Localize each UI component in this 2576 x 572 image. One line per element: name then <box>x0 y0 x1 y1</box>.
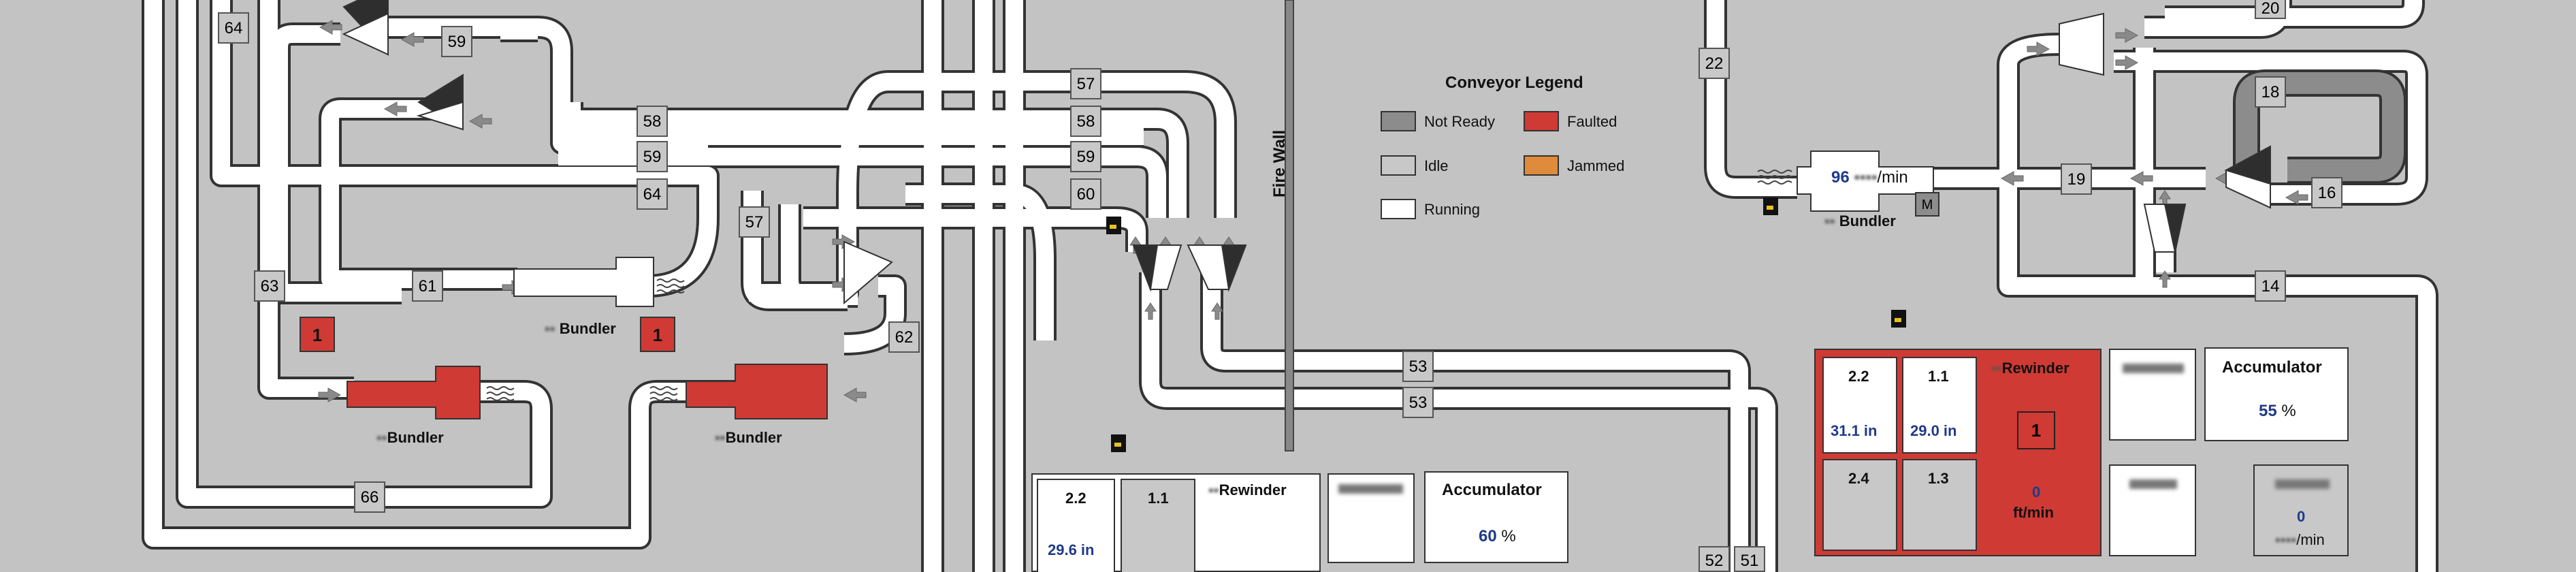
fire-wall-label: Fire Wall <box>1270 129 1289 197</box>
conveyor-tag-59[interactable]: 59 <box>637 141 668 172</box>
rewinder-speed: 0 <box>2032 483 2041 500</box>
legend-swatch-not-ready <box>1381 111 1416 131</box>
fault-badge[interactable]: 1 <box>300 317 335 352</box>
rewinder-label: ▪▪Rewinder <box>1208 481 1287 498</box>
legend-label-faulted: Faulted <box>1567 113 1617 130</box>
bundler-label: ▪▪Bundler <box>715 429 782 446</box>
bundler-rate: 96 ▪▪▪▪/min <box>1831 168 1908 187</box>
rewinder-panel-faulted[interactable]: 2.2 31.1 in 1.1 29.0 in 2.4 1.3 ▪▪Rewind… <box>1814 349 2102 556</box>
conveyor-tag-64[interactable]: 64 <box>218 12 249 44</box>
conveyor-tag-20[interactable]: 20 <box>2255 0 2286 19</box>
bundler-label: ▪▪Bundler <box>376 429 444 446</box>
rewinder-position-1-1[interactable]: 1.1 29.0 in <box>1902 357 1977 454</box>
rewinder-position-2-2[interactable]: 2.2 29.6 in <box>1037 479 1115 572</box>
accumulator-tile[interactable]: Accumulator 55 % <box>2204 347 2349 441</box>
conveyor-tag-59[interactable]: 59 <box>441 26 472 57</box>
rate-unit: ▪▪▪▪/min <box>2275 531 2325 548</box>
status-tile[interactable] <box>1327 473 1415 563</box>
rewinder-panel[interactable]: 2.2 29.6 in 1.1 ▪▪Rewinder <box>1031 473 1321 572</box>
conveyor-tag-63[interactable]: 63 <box>254 270 285 302</box>
conveyor-tag-60[interactable]: 60 <box>1070 178 1101 210</box>
conveyor-tag-53[interactable]: 53 <box>1402 351 1434 382</box>
conveyor-tag-16[interactable]: 16 <box>2311 177 2342 208</box>
rewinder-position-1-1[interactable]: 1.1 <box>1121 479 1195 572</box>
accumulator-tile[interactable]: Accumulator 60 % <box>1424 471 1568 563</box>
rewinder-position-1-3[interactable]: 1.3 <box>1902 459 1977 551</box>
bundler-body[interactable] <box>347 366 481 419</box>
accumulator-value: 55 % <box>2259 402 2296 420</box>
conveyor-tag-52[interactable]: 52 <box>1698 546 1730 572</box>
conveyor-tag-19[interactable]: 19 <box>2061 163 2092 195</box>
legend-label-not-ready: Not Ready <box>1424 113 1495 130</box>
rewinder-label: ▪▪Rewinder <box>1991 360 2070 377</box>
fault-badge[interactable]: 1 <box>640 317 675 352</box>
rewinder-fault-badge[interactable]: 1 <box>2017 411 2055 449</box>
conveyor-tag-58[interactable]: 58 <box>637 106 668 137</box>
status-tile[interactable] <box>2109 349 2196 441</box>
fire-wall <box>1285 0 1294 451</box>
conveyor-tag-61[interactable]: 61 <box>412 270 443 302</box>
conveyor-tag-57[interactable]: 57 <box>1070 68 1101 99</box>
legend-swatch-running <box>1381 199 1416 219</box>
accumulator-value: 60 % <box>1479 527 1516 545</box>
legend-swatch-jammed <box>1524 155 1559 176</box>
bundler-body[interactable] <box>513 257 654 307</box>
bundler-label: ▪▪ Bundler <box>1824 212 1896 229</box>
bundler-body[interactable] <box>686 364 828 419</box>
conveyor-tag-51[interactable]: 51 <box>1734 546 1765 572</box>
rewinder-position-2-4[interactable]: 2.4 <box>1822 459 1897 551</box>
rate-tile[interactable]: 0 ▪▪▪▪/min <box>2253 464 2349 556</box>
conveyor-tag-57[interactable]: 57 <box>739 206 770 238</box>
conveyor-tag-22[interactable]: 22 <box>1698 48 1730 79</box>
legend-label-jammed: Jammed <box>1567 157 1625 174</box>
legend-swatch-faulted <box>1524 111 1559 131</box>
legend-title: Conveyor Legend <box>1445 74 1583 92</box>
motor-badge[interactable]: M <box>1915 192 1939 217</box>
conveyor-tag-66[interactable]: 66 <box>354 481 385 513</box>
conveyor-tag-59[interactable]: 59 <box>1070 141 1101 172</box>
conveyor-tag-62[interactable]: 62 <box>888 321 920 353</box>
status-tile[interactable] <box>2109 464 2196 556</box>
legend-swatch-idle <box>1381 155 1416 176</box>
legend-label-running: Running <box>1424 201 1480 218</box>
conveyor-tag-64[interactable]: 64 <box>637 178 668 210</box>
bundler-label: ▪▪ Bundler <box>545 320 616 337</box>
rewinder-speed-unit: ft/min <box>2013 504 2054 521</box>
conveyor-tag-14[interactable]: 14 <box>2255 270 2286 302</box>
legend-label-idle: Idle <box>1424 157 1449 174</box>
conveyor-tag-18[interactable]: 18 <box>2255 76 2286 108</box>
conveyor-tag-53[interactable]: 53 <box>1402 387 1434 418</box>
conveyor-tag-58[interactable]: 58 <box>1070 106 1101 137</box>
rewinder-position-2-2[interactable]: 2.2 31.1 in <box>1822 357 1897 454</box>
